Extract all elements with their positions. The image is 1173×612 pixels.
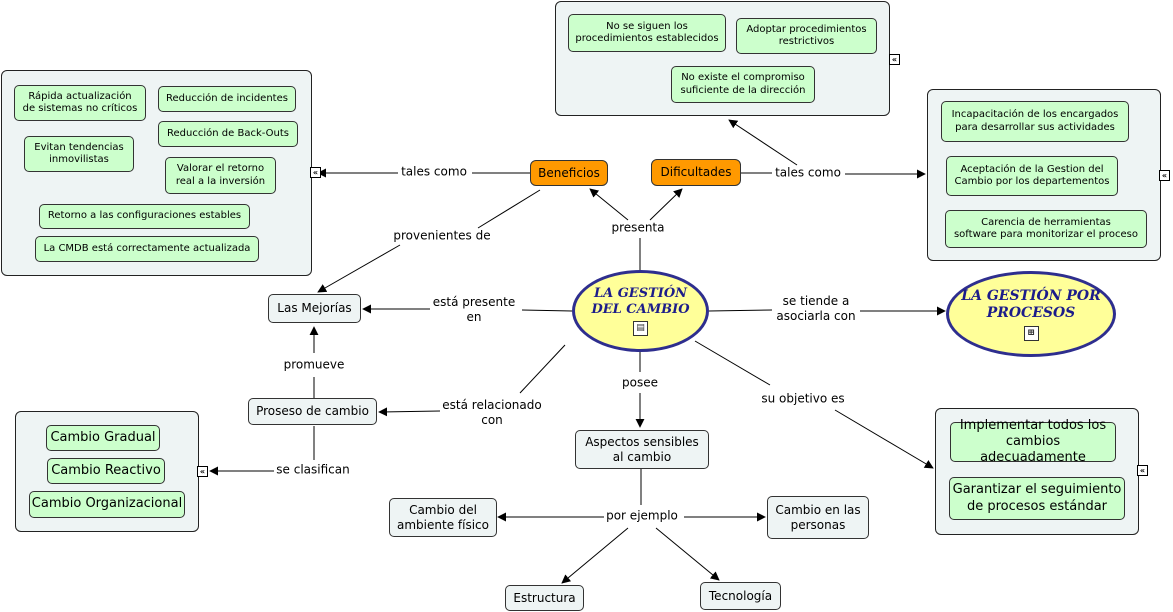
document-icon[interactable]: ▤ [633,321,648,337]
concept-evitan-tendencias[interactable]: Evitan tendencias inmovilistas [24,136,134,172]
link-esta-presente-en: está presente en [430,295,518,325]
link-posee: posee [620,375,660,391]
concept-cambio-reactivo[interactable]: Cambio Reactivo [47,458,165,484]
link-por-ejemplo: por ejemplo [604,508,680,524]
procesos-line1: LA GESTIÓN POR [961,287,1101,304]
expand-icon[interactable]: « [1137,465,1148,476]
concept-rapida-actualizacion[interactable]: Rápida actualización de sistemas no crít… [14,85,146,121]
concept-cambio-personas[interactable]: Cambio en las personas [767,496,869,539]
concept-las-mejorias[interactable]: Las Mejorías [268,294,361,323]
link-presenta: presenta [609,220,667,236]
concept-valorar-retorno[interactable]: Valorar el retorno real a la inversión [165,157,276,194]
concept-reduccion-backouts[interactable]: Reducción de Back-Outs [158,121,298,147]
expand-icon[interactable]: « [889,54,900,65]
concept-proseso-de-cambio[interactable]: Proseso de cambio [248,398,377,425]
concept-tecnologia[interactable]: Tecnología [700,582,781,610]
concept-no-existe-compromiso[interactable]: No existe el compromiso suficiente de la… [671,66,815,103]
concept-no-siguen-procedimientos[interactable]: No se siguen los procedimientos establec… [568,14,726,52]
concept-adoptar-procedimientos[interactable]: Adoptar procedimientos restrictivos [736,18,877,54]
expand-icon[interactable]: « [1159,170,1170,181]
link-provenientes-de: provenientes de [391,228,493,244]
concept-dificultades[interactable]: Dificultades [651,159,741,186]
concept-retorno-configuraciones[interactable]: Retorno a las configuraciones estables [39,204,250,229]
concept-garantizar-seguimiento[interactable]: Garantizar el seguimiento de procesos es… [949,477,1125,520]
concept-cmdb-actualizada[interactable]: La CMDB está correctamente actualizada [35,236,259,262]
concept-cambio-gradual[interactable]: Cambio Gradual [46,425,160,451]
concept-aspectos-sensibles[interactable]: Aspectos sensibles al cambio [575,430,709,469]
concept-estructura[interactable]: Estructura [505,585,584,611]
concept-gestion-por-procesos[interactable]: LA GESTIÓN POR PROCESOS ⊞ [946,271,1116,357]
concept-beneficios[interactable]: Beneficios [530,160,608,186]
expand-icon[interactable]: « [197,466,208,477]
concept-aceptacion-gestion[interactable]: Aceptación de la Gestion del Cambio por … [946,156,1118,196]
concept-cambio-ambiente[interactable]: Cambio del ambiente físico [389,498,497,537]
link-se-clasifican: se clasifican [274,462,352,478]
concept-carencia-herramientas[interactable]: Carencia de herramientas software para m… [945,210,1147,248]
central-line1: LA GESTIÓN [593,285,688,301]
link-esta-relacionado: está relacionado con [440,398,544,428]
expand-icon[interactable]: « [310,167,321,178]
link-su-objetivo-es: su objetivo es [759,391,847,407]
hierarchy-icon[interactable]: ⊞ [1023,325,1039,341]
central-line2: DEL CAMBIO [591,302,690,317]
link-se-tiende-a: se tiende a asociarla con [774,294,858,324]
link-promueve: promueve [281,357,347,373]
concept-cambio-organizacional[interactable]: Cambio Organizacional [29,491,185,518]
concept-implementar-cambios[interactable]: Implementar todos los cambios adecuadame… [950,418,1116,465]
link-tales-como-right: tales como [773,165,843,181]
procesos-line2: PROCESOS [986,305,1076,321]
concept-gestion-del-cambio[interactable]: LA GESTIÓN DEL CAMBIO ▤ [572,270,709,352]
link-tales-como-left: tales como [399,164,469,180]
concept-reduccion-incidentes[interactable]: Reducción de incidentes [158,86,296,112]
concept-incapacitacion-encargados[interactable]: Incapacitación de los encargados para de… [941,101,1129,142]
